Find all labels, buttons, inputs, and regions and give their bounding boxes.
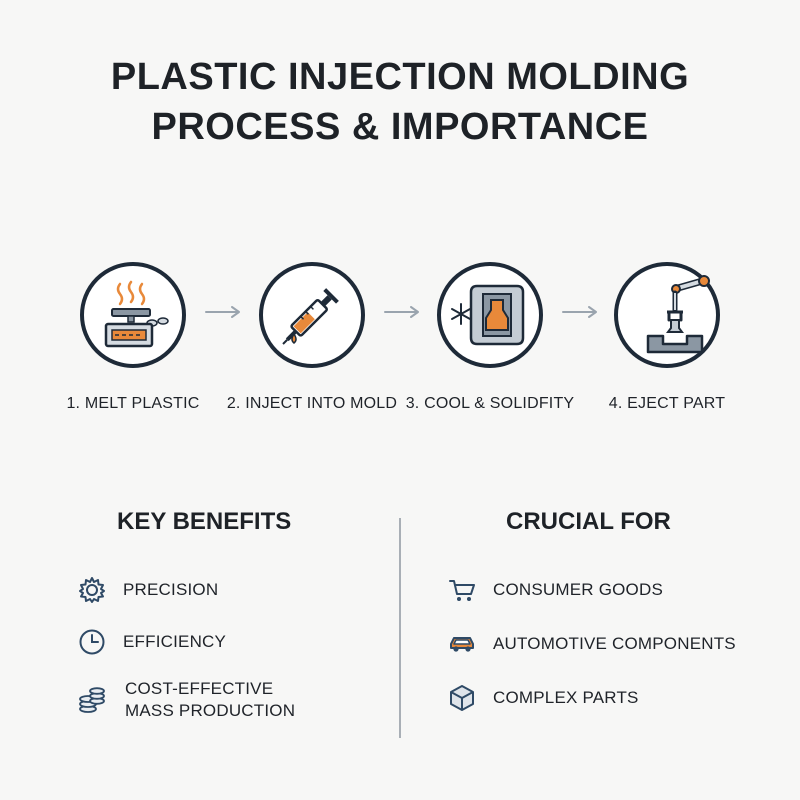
gear-icon — [77, 575, 107, 605]
benefit-label-line-1: COST-EFFECTIVE — [125, 679, 274, 698]
cube-icon — [447, 683, 477, 713]
step-2-label: 2. INJECT INTO MOLD — [226, 395, 398, 412]
step-4-circle — [614, 262, 720, 368]
cooling-mold-icon — [451, 284, 525, 346]
column-divider — [399, 518, 401, 738]
arrow-right-icon — [562, 306, 597, 318]
crucial-item-consumer-goods: CONSUMER GOODS — [447, 575, 663, 605]
step-4-label: 4. EJECT PART — [608, 395, 726, 412]
melt-plastic-icon — [104, 280, 169, 348]
arrow-right-icon — [205, 306, 240, 318]
step-2-circle — [259, 262, 365, 368]
step-3-circle — [437, 262, 543, 368]
step-3-label: 3. COOL & SOLIDFITY — [405, 395, 575, 412]
benefit-label: PRECISION — [123, 580, 219, 599]
benefit-item-precision: PRECISION — [77, 575, 218, 605]
car-icon — [447, 629, 477, 659]
crucial-label: COMPLEX PARTS — [493, 688, 639, 707]
arrow-right-icon — [384, 306, 419, 318]
benefit-label: COST-EFFECTIVE MASS PRODUCTION — [125, 678, 295, 722]
benefit-item-efficiency: EFFICIENCY — [77, 627, 226, 657]
snowflake-icon — [451, 303, 471, 325]
crucial-item-automotive: AUTOMOTIVE COMPONENTS — [447, 629, 736, 659]
step-1-circle — [80, 262, 186, 368]
step-1-label: 1. MELT PLASTIC — [66, 395, 200, 412]
benefits-heading: KEY BENEFITS — [117, 508, 292, 535]
page-title: PLASTIC INJECTION MOLDING PROCESS & IMPO… — [0, 52, 800, 152]
process-steps: 1. MELT PLASTIC 2. INJECT INTO MOLD 3. C… — [0, 262, 800, 432]
syringe-icon — [282, 288, 339, 345]
title-line-1: PLASTIC INJECTION MOLDING — [110, 56, 690, 98]
title-line-2: PROCESS & IMPORTANCE — [151, 106, 649, 148]
crucial-label: CONSUMER GOODS — [493, 580, 663, 599]
crucial-label: AUTOMOTIVE COMPONENTS — [493, 634, 736, 653]
coin-stack-icon — [77, 685, 107, 715]
benefit-label: EFFICIENCY — [123, 632, 227, 651]
robot-arm-icon — [646, 275, 710, 354]
benefit-label-line-2: MASS PRODUCTION — [125, 701, 296, 720]
clock-icon — [77, 627, 107, 657]
benefit-item-cost-effective: COST-EFFECTIVE MASS PRODUCTION — [77, 678, 295, 722]
crucial-item-complex-parts: COMPLEX PARTS — [447, 683, 639, 713]
shopping-cart-icon — [447, 575, 477, 605]
crucial-heading: CRUCIAL FOR — [506, 508, 671, 535]
